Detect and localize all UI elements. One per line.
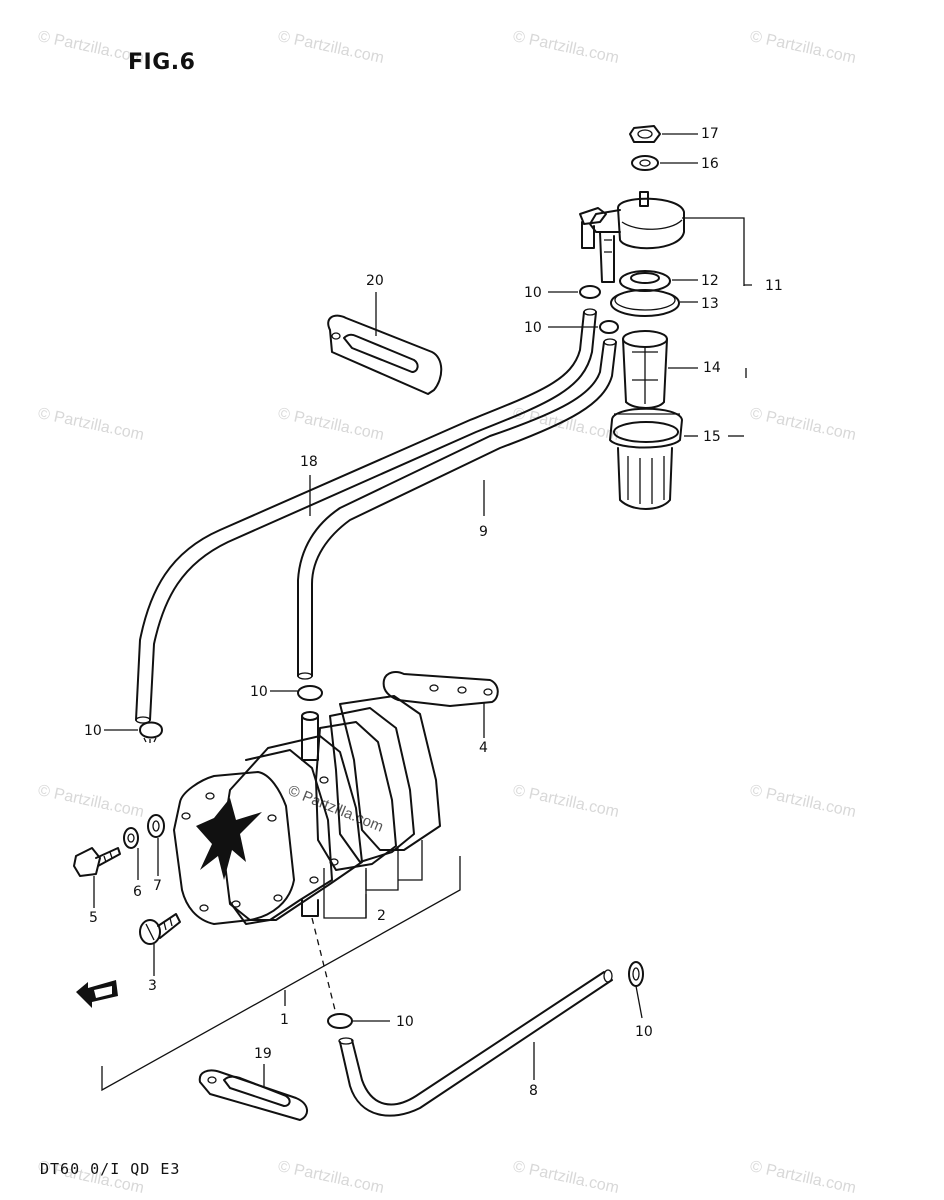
filter-element-14 (622, 330, 668, 409)
outlet-hose-dashed (311, 917, 337, 1015)
callout-10: 10 (635, 1024, 653, 1040)
clip-10-top (270, 685, 323, 701)
leader-lines-filter (660, 133, 752, 437)
filter-cup-15 (609, 407, 683, 510)
washer-16 (631, 155, 659, 171)
figure-title: FIG.6 (128, 50, 196, 75)
callout-3: 3 (148, 978, 157, 994)
screw-3 (139, 913, 181, 976)
callout-15: 15 (703, 429, 721, 445)
hose-8 (338, 969, 613, 1117)
callout-17: 17 (701, 126, 719, 142)
callout-10: 10 (524, 285, 542, 301)
callout-13: 13 (701, 296, 719, 312)
lock-washer-7 (147, 814, 165, 876)
callout-4: 4 (479, 740, 488, 756)
nut-17 (629, 125, 661, 143)
clips-top (548, 285, 619, 334)
callout-2: 2 (377, 908, 386, 924)
callout-10: 10 (396, 1014, 414, 1030)
callout-14: 14 (703, 360, 721, 376)
callout-6: 6 (133, 884, 142, 900)
hose-18 (135, 308, 597, 724)
o-ring-13 (610, 289, 680, 317)
callout-10: 10 (524, 320, 542, 336)
callout-10: 10 (84, 723, 102, 739)
washer-12 (619, 270, 671, 292)
screw-5 (73, 847, 121, 908)
callout-10: 10 (250, 684, 268, 700)
callout-5: 5 (89, 910, 98, 926)
clip-10-left (104, 721, 163, 743)
callout-20: 20 (366, 273, 384, 289)
bracket-20 (327, 292, 443, 395)
washer-6 (123, 827, 139, 880)
forward-arrow-icon (76, 980, 118, 1008)
hose-9 (297, 338, 617, 680)
callout-7: 7 (153, 878, 162, 894)
callout-16: 16 (701, 156, 719, 172)
callout-11: 11 (765, 278, 783, 294)
callout-12: 12 (701, 273, 719, 289)
callout-9: 9 (479, 524, 488, 540)
callout-18: 18 (300, 454, 318, 470)
clip-10-bottom (327, 1013, 390, 1029)
bracket-19 (198, 1064, 308, 1121)
callout-1: 1 (280, 1012, 289, 1028)
clip-10-right (628, 961, 644, 1019)
fuel-pump-1 (101, 671, 499, 1092)
callout-19: 19 (254, 1046, 272, 1062)
callout-8: 8 (529, 1083, 538, 1099)
model-code: DT60 0/I QD E3 (40, 1160, 181, 1178)
filter-cap-11 (579, 191, 685, 283)
